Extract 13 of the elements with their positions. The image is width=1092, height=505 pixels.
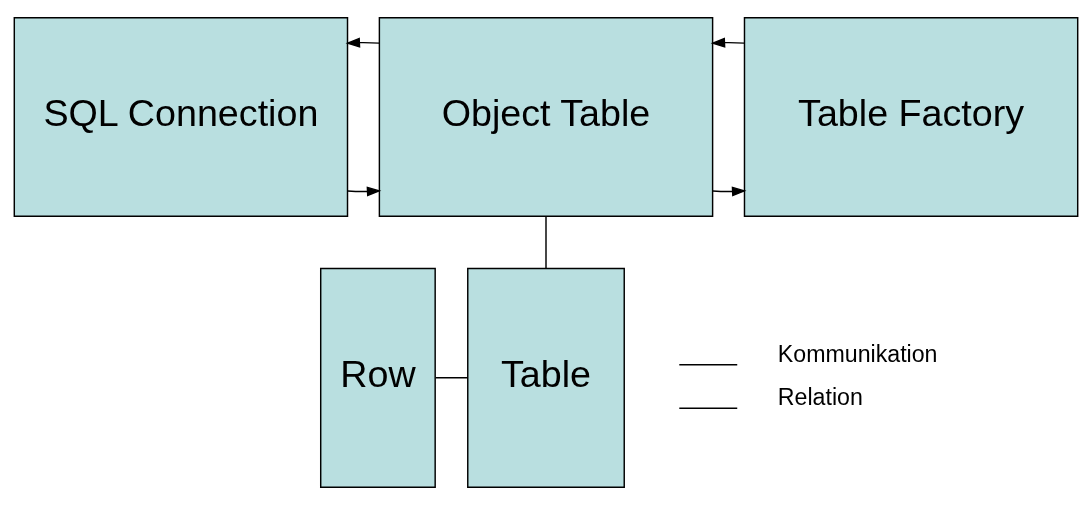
node-box: Row — [320, 267, 436, 488]
node-box: SQL Connection — [13, 17, 349, 217]
legend-label: Relation — [777, 384, 863, 411]
legend-label: Kommunikation — [777, 340, 938, 367]
node-box: Object Table — [378, 17, 714, 217]
node-box: Table — [467, 267, 625, 488]
arrow — [345, 37, 380, 48]
connector — [545, 215, 547, 269]
arrow — [710, 37, 745, 48]
arrow — [712, 186, 747, 197]
node-box: Table Factory — [743, 17, 1079, 217]
arrow — [347, 186, 382, 197]
connector — [435, 377, 469, 379]
